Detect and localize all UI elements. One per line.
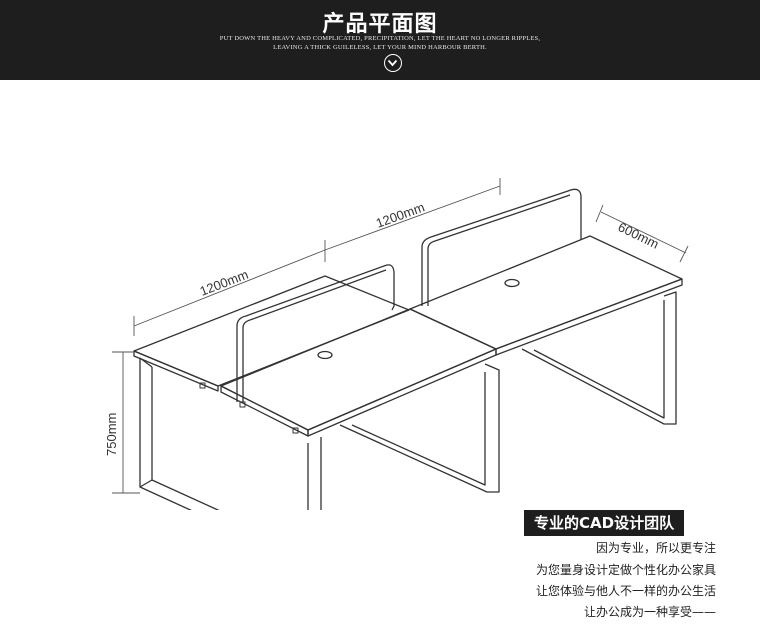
feature-line-2: 为您量身设计定做个性化办公家具 — [535, 563, 716, 577]
workstation-diagram: 1200mm 1200mm 600mm 750mm — [104, 178, 689, 510]
cable-grommet-right — [504, 278, 520, 288]
dimension-label-width-left: 1200mm — [198, 267, 251, 299]
chevron-down-circle-icon — [384, 54, 402, 72]
desktop-front-left — [220, 308, 497, 437]
feature-line-1: 因为专业，所以更专注 — [595, 541, 716, 555]
dimension-label-width-right: 1200mm — [374, 199, 427, 230]
dimension-line-width-right — [324, 178, 501, 251]
subtitle-line-2: LEAVING A THICK GUILELESS, LET YOUR MIND… — [273, 44, 487, 51]
feature-banner: 专业的CAD设计团队 — [524, 510, 685, 536]
leg-frame-left — [139, 357, 322, 510]
subtitle-line-1: PUT DOWN THE HEAVY AND COMPLICATED, PREC… — [219, 35, 541, 42]
header-bar: 产品平面图 PUT DOWN THE HEAVY AND COMPLICATED… — [0, 0, 760, 80]
screen-panel-left — [236, 264, 395, 402]
dimension-label-height: 750mm — [104, 413, 119, 456]
screen-panel-right — [421, 188, 582, 306]
dimension-line-depth — [595, 204, 689, 263]
mounting-brackets — [199, 382, 299, 434]
dimension-line-height — [112, 351, 140, 494]
leg-frame-right — [521, 291, 677, 425]
dimension-line-width-left — [133, 240, 326, 336]
feature-line-3: 让您体验与他人不一样的办公生活 — [535, 584, 716, 598]
cable-grommet-left — [317, 350, 333, 360]
leg-frame-middle — [339, 363, 500, 493]
page-title: 产品平面图 — [322, 12, 438, 37]
desktop-front-right — [409, 235, 683, 356]
desktop-back — [133, 275, 410, 392]
feature-line-4: 让办公成为一种享受—— — [583, 605, 716, 619]
dimension-label-depth: 600mm — [616, 219, 662, 251]
